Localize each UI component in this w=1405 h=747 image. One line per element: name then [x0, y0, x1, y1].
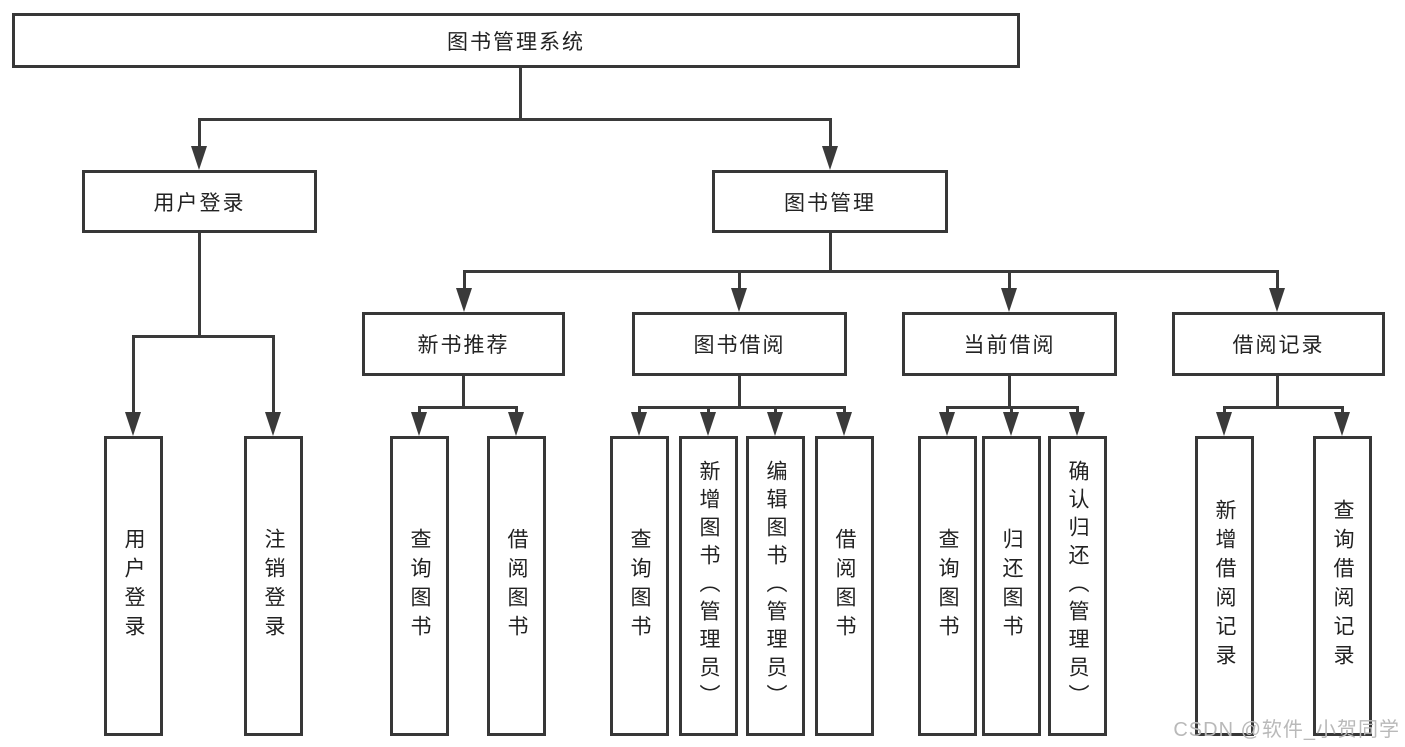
connector-line [774, 406, 777, 416]
leaf-query-books: 查询图书 [918, 436, 977, 736]
connector-line [272, 335, 275, 415]
connector-line [843, 406, 846, 416]
arrow-down [731, 288, 747, 312]
leaf-return-book: 归还图书 [982, 436, 1041, 736]
arrow-down [1069, 412, 1085, 436]
connector-line [738, 376, 741, 409]
leaf-add-borrow-record: 新增借阅记录 [1195, 436, 1254, 736]
arrow-down [822, 146, 838, 170]
leaf-label: 新增借阅记录 [1213, 499, 1236, 673]
arrow-down [631, 412, 647, 436]
leaf-label: 查询图书 [628, 528, 651, 644]
connector-line [198, 118, 832, 121]
arrow-down [939, 412, 955, 436]
connector-line [1008, 376, 1011, 409]
arrow-down [700, 412, 716, 436]
arrow-down [1216, 412, 1232, 436]
node-borrow-records: 借阅记录 [1172, 312, 1385, 376]
arrow-down [508, 412, 524, 436]
leaf-label: 编辑图书（管理员） [764, 460, 787, 712]
leaf-query-books: 查询图书 [610, 436, 669, 736]
leaf-label: 借阅图书 [505, 528, 528, 644]
node-user-login: 用户登录 [82, 170, 317, 233]
arrow-down [125, 412, 141, 436]
connector-line [463, 270, 1279, 273]
arrow-down [1269, 288, 1285, 312]
leaf-add-book-admin: 新增图书（管理员） [679, 436, 738, 736]
leaf-label: 注销登录 [262, 528, 285, 644]
leaf-query-borrow-record: 查询借阅记录 [1313, 436, 1372, 736]
connector-line [1276, 270, 1279, 290]
arrow-down [767, 412, 783, 436]
connector-line [198, 233, 201, 338]
leaf-label: 查询图书 [936, 528, 959, 644]
connector-line [1008, 270, 1011, 290]
connector-line [463, 270, 466, 290]
leaf-label: 归还图书 [1000, 528, 1023, 644]
connector-line [462, 376, 465, 409]
arrow-down [191, 146, 207, 170]
connector-line [1276, 376, 1279, 409]
connector-line [132, 335, 275, 338]
leaf-query-books: 查询图书 [390, 436, 449, 736]
connector-line [829, 233, 832, 273]
connector-line [1341, 406, 1344, 416]
leaf-label: 查询图书 [408, 528, 431, 644]
connector-line [132, 335, 135, 415]
arrow-down [836, 412, 852, 436]
connector-line [707, 406, 710, 416]
leaf-borrow-books: 借阅图书 [487, 436, 546, 736]
leaf-user-login: 用户登录 [104, 436, 163, 736]
connector-line [418, 406, 421, 416]
connector-line [638, 406, 846, 409]
connector-line [519, 68, 522, 120]
leaf-borrow-books: 借阅图书 [815, 436, 874, 736]
connector-line [946, 406, 949, 416]
arrow-down [411, 412, 427, 436]
connector-line [638, 406, 641, 416]
arrow-down [1003, 412, 1019, 436]
leaf-label: 用户登录 [122, 528, 145, 644]
leaf-label: 确认归还（管理员） [1066, 460, 1089, 712]
connector-line [1010, 406, 1013, 416]
leaf-label: 查询借阅记录 [1331, 499, 1354, 673]
node-book-management: 图书管理 [712, 170, 948, 233]
connector-line [738, 270, 741, 290]
arrow-down [265, 412, 281, 436]
watermark: CSDN @软件_小贺同学 [1173, 719, 1400, 741]
connector-line [515, 406, 518, 416]
node-current-borrow: 当前借阅 [902, 312, 1117, 376]
arrow-down [1334, 412, 1350, 436]
connector-line [1223, 406, 1226, 416]
leaf-label: 新增图书（管理员） [697, 460, 720, 712]
connector-line [829, 118, 832, 150]
connector-line [198, 118, 201, 150]
leaf-edit-book-admin: 编辑图书（管理员） [746, 436, 805, 736]
leaf-logout: 注销登录 [244, 436, 303, 736]
connector-line [418, 406, 518, 409]
leaf-confirm-return-admin: 确认归还（管理员） [1048, 436, 1107, 736]
node-root: 图书管理系统 [12, 13, 1020, 68]
arrow-down [1001, 288, 1017, 312]
node-new-book-recommend: 新书推荐 [362, 312, 565, 376]
node-book-borrow: 图书借阅 [632, 312, 847, 376]
connector-line [1076, 406, 1079, 416]
arrow-down [456, 288, 472, 312]
connector-line [1223, 406, 1344, 409]
leaf-label: 借阅图书 [833, 528, 856, 644]
